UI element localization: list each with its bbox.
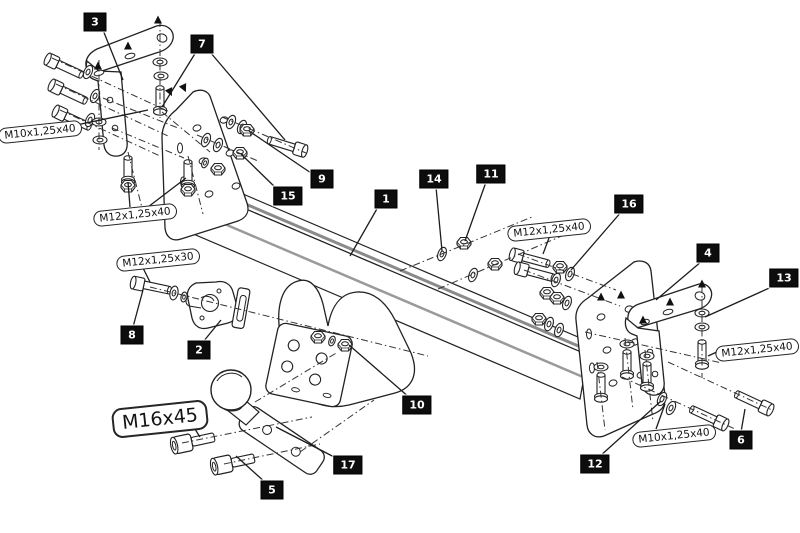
- leader-line: [209, 51, 286, 141]
- leader-line: [570, 210, 623, 271]
- leader-line: [132, 289, 144, 328]
- leader-line: [235, 455, 267, 484]
- leader-line: [147, 177, 187, 208]
- leader-line: [655, 260, 703, 301]
- leader-line: [598, 400, 662, 458]
- leader-line: [102, 29, 124, 81]
- tow-ball-mount: [210, 369, 325, 475]
- fasteners: [42, 51, 776, 477]
- leader-line: [349, 206, 379, 257]
- leader-line: [464, 181, 487, 242]
- leader-line: [707, 350, 720, 357]
- centre-mount-plate: [265, 322, 353, 408]
- leader-line: [192, 425, 201, 438]
- leader-line: [542, 237, 550, 255]
- crossbar-beam: [169, 167, 593, 400]
- assembly-axis-lines: [51, 20, 773, 465]
- leader-line: [275, 426, 341, 461]
- leader-line: [161, 51, 197, 108]
- leader-line: [704, 284, 777, 318]
- leader-line: [202, 319, 222, 343]
- leader-line: [348, 344, 411, 399]
- leader-line: [240, 153, 281, 193]
- socket-plate: [185, 280, 251, 330]
- leader-line: [435, 186, 443, 252]
- leader-line: [248, 130, 315, 176]
- leader-line: [740, 408, 746, 433]
